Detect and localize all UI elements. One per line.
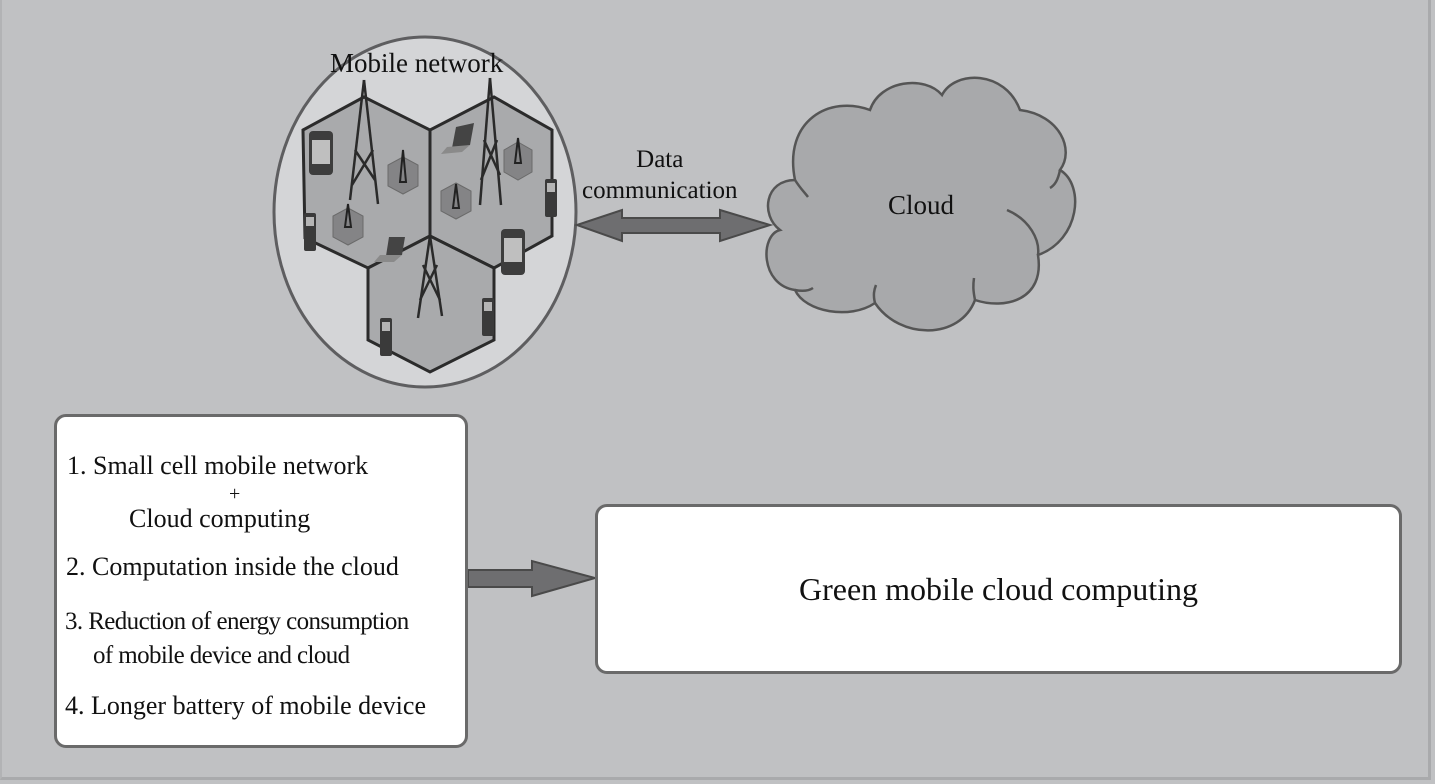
small-cell-antenna-icon xyxy=(451,183,461,209)
phone-screen xyxy=(306,183,555,331)
data-communication-arrow xyxy=(573,208,774,243)
cloud-contour xyxy=(972,277,977,301)
cell-right xyxy=(428,95,554,270)
result-label: Green mobile cloud computing xyxy=(798,570,1198,607)
mobile-network-title: Mobile network xyxy=(330,48,504,78)
features-box: 1. Small cell mobile network + Cloud com… xyxy=(54,414,468,748)
cloud-contour xyxy=(1006,208,1040,256)
cloud-contour xyxy=(793,179,809,198)
data-communication-label: Data communication xyxy=(582,144,738,206)
cloud-label: Cloud xyxy=(888,190,955,220)
data-communication-line1: Data xyxy=(636,146,684,173)
result-arrow xyxy=(467,559,599,598)
feature-item-1-plus: + xyxy=(229,483,241,505)
feature-item-2: 2. Computation inside the cloud xyxy=(66,552,399,581)
feature-item-3: 3. Reduction of energy consumption xyxy=(65,608,409,635)
data-communication-line2: communication xyxy=(582,177,738,204)
small-cell-1 xyxy=(387,156,419,195)
small-cell-antenna-icon xyxy=(398,149,408,183)
small-cell-antenna-icon xyxy=(513,137,523,164)
cell-tower-icon xyxy=(416,235,444,319)
cell-tower-icon xyxy=(478,77,503,206)
feature-item-1-continued: Cloud computing xyxy=(129,504,311,533)
feature-item-4: 4. Longer battery of mobile device xyxy=(65,691,426,720)
small-cell-3 xyxy=(440,182,472,220)
feature-item-1: 1. Small cell mobile network xyxy=(67,451,369,480)
feature-item-3-continued: of mobile device and cloud xyxy=(93,642,350,669)
small-cell-antenna-icon xyxy=(343,203,353,228)
small-cell-4 xyxy=(503,141,533,181)
laptop-icon xyxy=(374,237,405,262)
smartphone-icon xyxy=(309,131,333,175)
devices xyxy=(304,123,557,356)
cloud-contour xyxy=(872,284,878,304)
cloud-contour xyxy=(1049,169,1062,190)
smartphone-icon xyxy=(501,229,525,275)
result-box: Green mobile cloud computing xyxy=(595,504,1402,674)
laptop-icon xyxy=(441,123,474,154)
cloud-contour xyxy=(794,286,814,293)
cell-tower-icon xyxy=(348,79,380,205)
